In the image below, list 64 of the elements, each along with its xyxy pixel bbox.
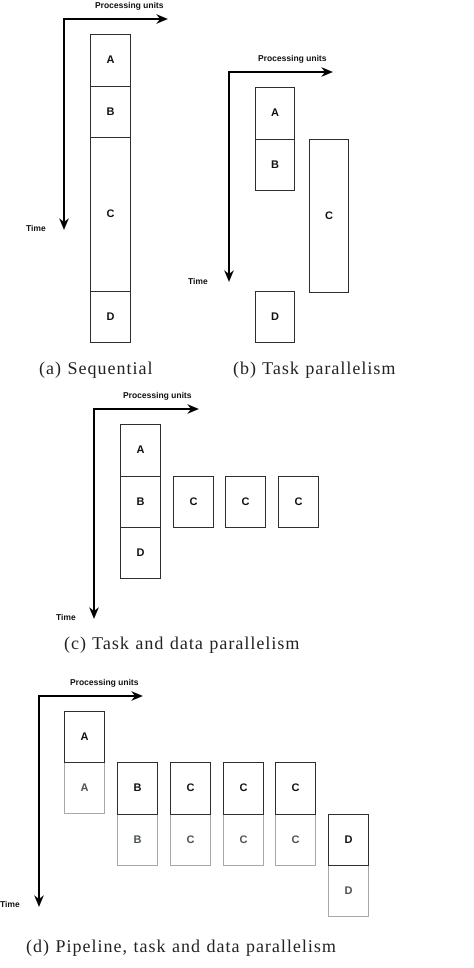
task-box bbox=[90, 86, 131, 138]
task-label: C bbox=[240, 834, 248, 846]
axis-label: Processing units bbox=[95, 0, 164, 10]
task-box bbox=[120, 424, 161, 477]
task-label: C bbox=[325, 210, 333, 222]
task-label: C bbox=[242, 496, 250, 508]
task-box bbox=[64, 762, 105, 814]
axis-label: Processing units bbox=[258, 53, 326, 63]
task-box bbox=[278, 476, 319, 528]
task-box bbox=[90, 137, 131, 292]
task-label: A bbox=[80, 782, 88, 794]
task-label: D bbox=[344, 884, 352, 898]
axis-label: Processing units bbox=[123, 390, 192, 400]
task-label: C bbox=[190, 496, 198, 508]
task-box bbox=[117, 762, 158, 815]
task-box bbox=[255, 291, 295, 343]
subfigure-caption: (d) Pipeline, task and data parallelism bbox=[26, 936, 337, 956]
task-label: B bbox=[134, 834, 142, 846]
subfigure-caption: (a) Sequential bbox=[39, 358, 154, 378]
task-box bbox=[170, 814, 211, 866]
task-label: D bbox=[106, 310, 114, 324]
task-label: C bbox=[186, 834, 194, 846]
task-label: A bbox=[271, 107, 279, 120]
task-label: C bbox=[292, 834, 300, 846]
subfigure-caption: (b) Task parallelism bbox=[233, 358, 396, 378]
task-box bbox=[255, 139, 295, 191]
axis-label: Time bbox=[56, 612, 76, 622]
axis-label: Time bbox=[188, 276, 208, 286]
task-label: D bbox=[271, 310, 279, 324]
task-label: B bbox=[136, 496, 144, 508]
task-label: D bbox=[136, 546, 144, 560]
task-box bbox=[223, 762, 264, 815]
subfigure-caption: (c) Task and data parallelism bbox=[64, 633, 300, 653]
task-box bbox=[173, 476, 214, 528]
axis-label: Time bbox=[26, 223, 46, 233]
task-label: C bbox=[106, 208, 114, 221]
task-label: D bbox=[344, 834, 352, 846]
task-label: C bbox=[292, 782, 300, 795]
task-box bbox=[223, 814, 264, 866]
task-box bbox=[275, 814, 316, 866]
task-label: B bbox=[106, 106, 114, 118]
task-label: C bbox=[186, 782, 194, 795]
task-box bbox=[309, 139, 349, 293]
task-label: A bbox=[136, 444, 144, 457]
task-box bbox=[225, 476, 266, 528]
axis-label: Processing units bbox=[70, 677, 138, 687]
task-label: A bbox=[80, 730, 88, 744]
task-label: B bbox=[271, 158, 279, 172]
task-box bbox=[120, 527, 161, 579]
task-label: C bbox=[240, 782, 248, 795]
task-box bbox=[90, 291, 131, 343]
task-label: C bbox=[294, 496, 302, 508]
task-box bbox=[328, 865, 369, 917]
axis-label: Time bbox=[0, 899, 20, 909]
task-box bbox=[90, 34, 131, 87]
task-box bbox=[170, 762, 211, 815]
task-box bbox=[255, 87, 295, 140]
task-box bbox=[117, 814, 158, 866]
task-box bbox=[328, 814, 369, 866]
task-label: B bbox=[134, 782, 142, 795]
task-box bbox=[120, 476, 161, 528]
task-box bbox=[64, 711, 105, 763]
task-box bbox=[275, 762, 316, 815]
task-label: A bbox=[106, 54, 114, 67]
